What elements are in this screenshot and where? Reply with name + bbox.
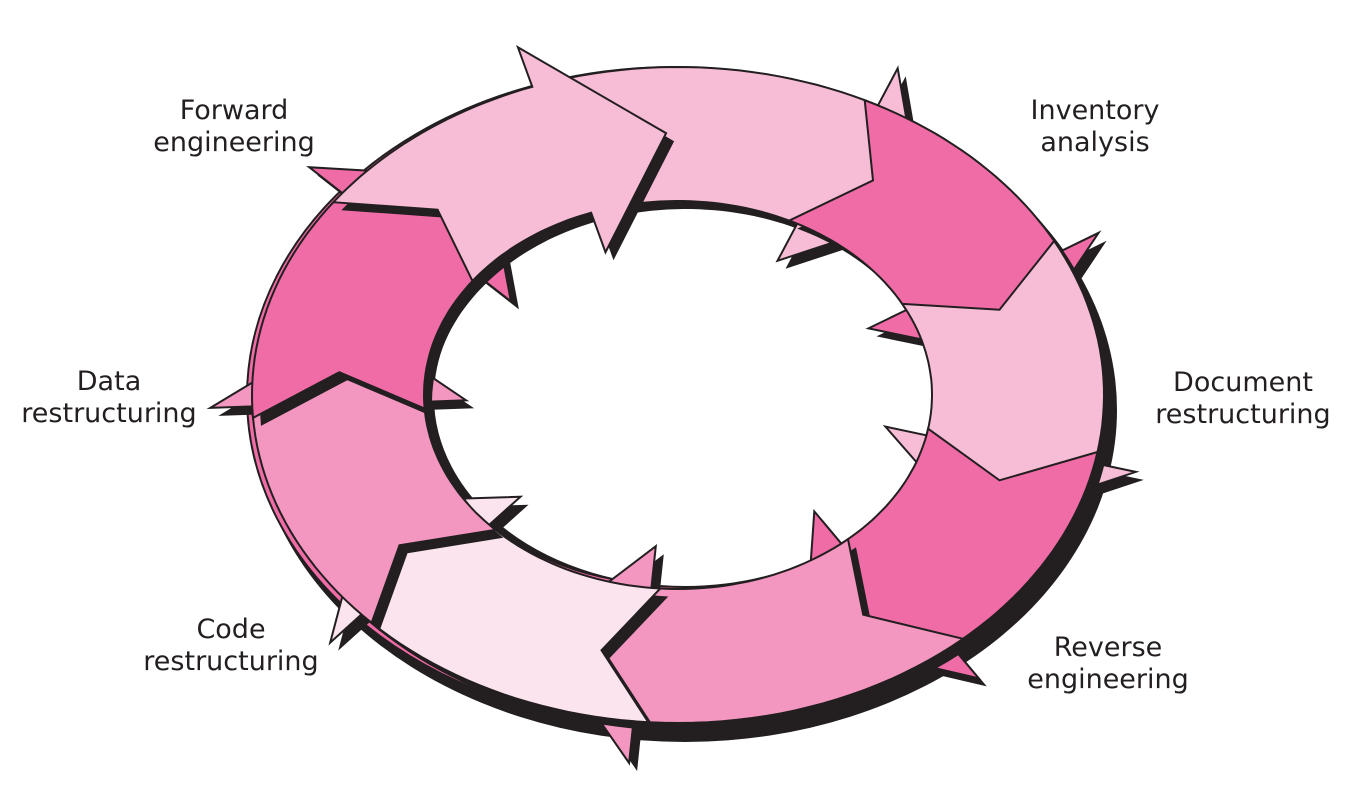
label-reverse-engineering: Reverse engineering (1012, 632, 1204, 696)
label-reverse-engineering-line2: engineering (1027, 664, 1189, 695)
label-document-restructuring-line2: restructuring (1155, 399, 1331, 430)
label-reverse-engineering-line1: Reverse (1053, 632, 1163, 663)
arrow-data-restructuring (328, 495, 663, 724)
arrow-back-to-forward (250, 166, 513, 420)
cycle-arrows (206, 45, 1144, 771)
label-data-restructuring-line1: Data (76, 366, 142, 397)
label-data-restructuring: Data restructuring (14, 366, 204, 430)
label-code-restructuring-line1: Code (196, 614, 266, 645)
label-forward-engineering-line2: engineering (153, 127, 315, 158)
label-data-restructuring-line2: restructuring (21, 398, 197, 429)
label-document-restructuring-line1: Document (1173, 367, 1313, 398)
label-code-restructuring-line2: restructuring (143, 646, 319, 677)
label-inventory-analysis-line1: Inventory (1030, 95, 1160, 126)
label-code-restructuring: Code restructuring (136, 614, 326, 678)
label-forward-engineering-line1: Forward (179, 95, 289, 126)
label-forward-engineering: Forward engineering (136, 95, 332, 159)
label-inventory-analysis-line2: analysis (1040, 127, 1150, 158)
arrow-forward-to-inventory-2 (331, 45, 668, 283)
label-document-restructuring: Document restructuring (1148, 367, 1338, 431)
label-inventory-analysis: Inventory analysis (1010, 95, 1180, 159)
arrow-reverse-engineering (804, 427, 1099, 681)
